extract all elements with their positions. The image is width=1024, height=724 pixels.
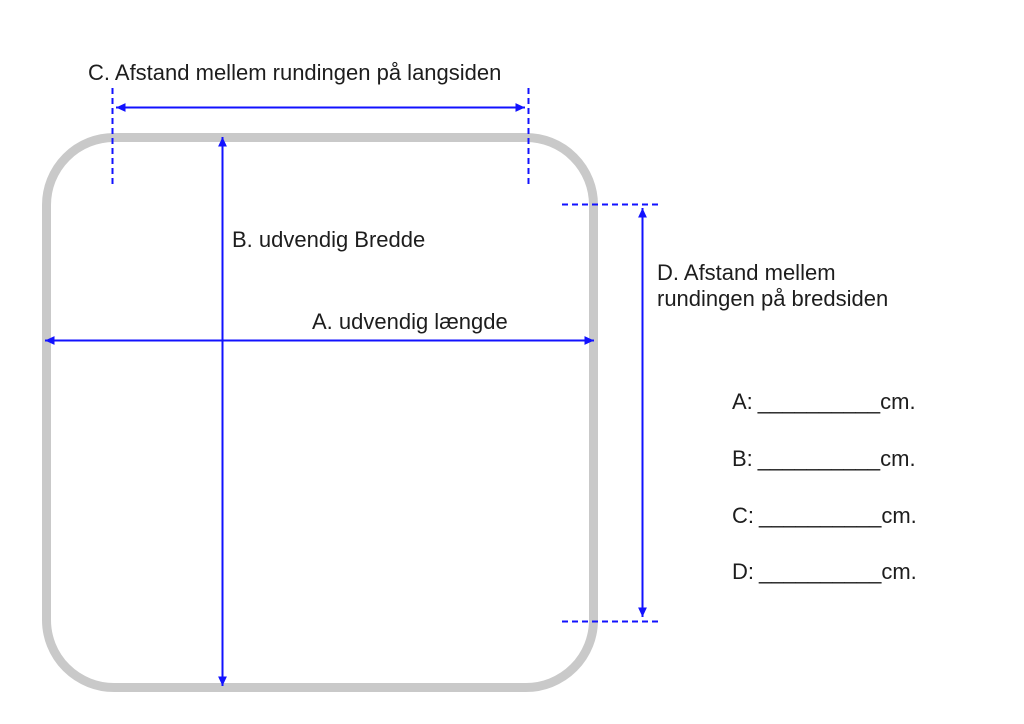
measure-row-d-label: D: (732, 559, 754, 584)
measure-row-a-blank: __________ (757, 389, 881, 414)
measure-row-d-blank: __________ (759, 559, 882, 584)
measure-row-a-unit: cm. (880, 389, 916, 414)
measure-row-c: C:__________cm. (732, 504, 917, 528)
dimension-c-label: C. Afstand mellem rundingen på langsiden (88, 60, 502, 85)
measure-row-b-unit: cm. (880, 446, 916, 471)
measure-row-b-blank: __________ (757, 446, 881, 471)
measure-row-c-label: C: (732, 503, 754, 528)
measure-row-a-label: A: (732, 389, 753, 414)
dimension-d-label-line1: D. Afstand mellem (657, 260, 836, 285)
rounded-rectangle-outline (42, 133, 598, 692)
measure-row-b: B:__________cm. (732, 447, 916, 471)
measure-row-d: D:__________cm. (732, 560, 917, 584)
dimension-b-label: B. udvendig Bredde (232, 227, 426, 252)
dimension-d-label: D. Afstand mellem rundingen på bredsiden (657, 260, 888, 312)
measure-row-c-unit: cm. (881, 503, 917, 528)
measure-row-a: A:__________cm. (732, 390, 916, 414)
dimension-a-label: A. udvendig længde (312, 309, 508, 334)
measure-row-c-blank: __________ (759, 503, 882, 528)
measure-row-b-label: B: (732, 446, 753, 471)
measure-row-d-unit: cm. (881, 559, 917, 584)
dimension-d-label-line2: rundingen på bredsiden (657, 286, 889, 311)
